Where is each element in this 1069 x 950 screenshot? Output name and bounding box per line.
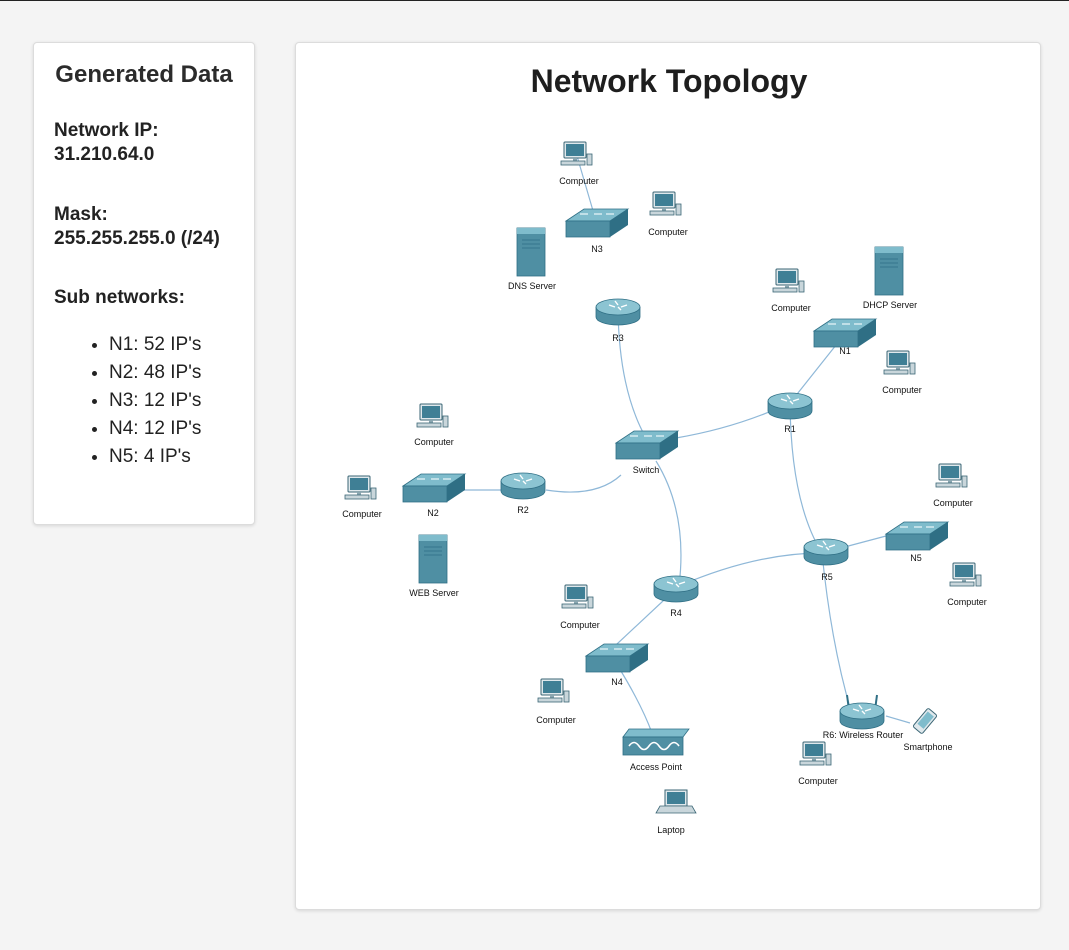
computer-label: Computer [933, 498, 973, 508]
computer-label: Computer [947, 597, 987, 607]
link [655, 460, 682, 587]
switch-n5-label: N5 [910, 553, 922, 563]
link [615, 662, 653, 734]
computer-icon [344, 475, 377, 500]
smartphone-label: Smartphone [903, 742, 952, 752]
computer-label: Computer [559, 176, 599, 186]
switch-n4-icon [585, 643, 649, 673]
switch-n2-label: N2 [427, 508, 439, 518]
computer-icon [935, 463, 968, 488]
router-r4-icon [653, 575, 699, 603]
router-r3-label: R3 [612, 333, 624, 343]
network-ip-label: Network IP: [54, 120, 159, 141]
computer-icon [416, 403, 449, 428]
switch-n4-label: N4 [611, 677, 623, 687]
mask-value: 255.255.255.0 (/24) [54, 228, 220, 249]
computer-label: Computer [882, 385, 922, 395]
laptop-label: Laptop [657, 825, 685, 835]
core-switch-icon [615, 430, 679, 460]
switch-n1-icon [813, 318, 877, 348]
router-r5-icon [803, 538, 849, 566]
computer-icon [560, 141, 593, 166]
subnet-item: N4: 12 IP's [109, 415, 234, 443]
router-r1-label: R1 [784, 424, 796, 434]
router-r3-icon [595, 298, 641, 326]
computer-label: Computer [414, 437, 454, 447]
network-topology-panel: Network Topology [295, 42, 1041, 910]
switch-n1-label: N1 [839, 346, 851, 356]
access-point-icon [622, 728, 690, 756]
router-r2-label: R2 [517, 505, 529, 515]
computer-icon [772, 268, 805, 293]
subnet-item: N5: 4 IP's [109, 443, 234, 471]
generated-data-panel: Generated Data Network IP: 31.210.64.0 M… [33, 42, 255, 525]
panel-title: Generated Data [55, 61, 233, 88]
link [545, 474, 622, 493]
router-r4-label: R4 [670, 608, 682, 618]
dns-server-icon [516, 227, 546, 277]
topology-title: Network Topology [530, 63, 808, 99]
switch-n5-icon [885, 521, 949, 551]
router-r1-icon [767, 392, 813, 420]
router-r2-icon [500, 472, 546, 500]
subnet-item: N1: 52 IP's [109, 331, 234, 359]
subnet-item: N3: 12 IP's [109, 387, 234, 415]
wireless-router-icon [839, 694, 885, 730]
computer-icon [949, 562, 982, 587]
subnetworks-list: N1: 52 IP's N2: 48 IP's N3: 12 IP's N4: … [54, 331, 234, 471]
computer-icon [799, 741, 832, 766]
computer-label: Computer [560, 620, 600, 630]
computer-label: Computer [771, 303, 811, 313]
smartphone-icon [885, 708, 937, 734]
computer-icon [561, 584, 594, 609]
link [678, 552, 823, 587]
network-topology-diagram: Computer Computer N3 DNS Server R3 Compu… [342, 141, 987, 835]
wireless-router-label: R6: Wireless Router [823, 730, 904, 740]
computer-label: Computer [798, 776, 838, 786]
link [821, 552, 852, 712]
computer-icon [537, 678, 570, 703]
web-server-icon [418, 534, 448, 584]
core-switch-label: Switch [633, 465, 660, 475]
router-r5-label: R5 [821, 572, 833, 582]
computer-label: Computer [536, 715, 576, 725]
link [617, 308, 647, 439]
computer-icon [649, 191, 682, 216]
computer-icon [883, 350, 916, 375]
access-point-label: Access Point [630, 762, 683, 772]
subnetworks-label: Sub networks: [54, 287, 185, 308]
dns-server-label: DNS Server [508, 281, 556, 291]
switch-n3-icon [565, 208, 629, 238]
switch-n2-icon [402, 473, 466, 503]
computer-label: Computer [342, 509, 382, 519]
dhcp-server-label: DHCP Server [863, 300, 917, 310]
network-ip-value: 31.210.64.0 [54, 144, 155, 165]
computer-label: Computer [648, 227, 688, 237]
subnet-item: N2: 48 IP's [109, 359, 234, 387]
switch-n3-label: N3 [591, 244, 603, 254]
mask-label: Mask: [54, 204, 108, 225]
laptop-icon [655, 789, 697, 814]
dhcp-server-icon [874, 246, 904, 296]
web-server-label: WEB Server [409, 588, 459, 598]
